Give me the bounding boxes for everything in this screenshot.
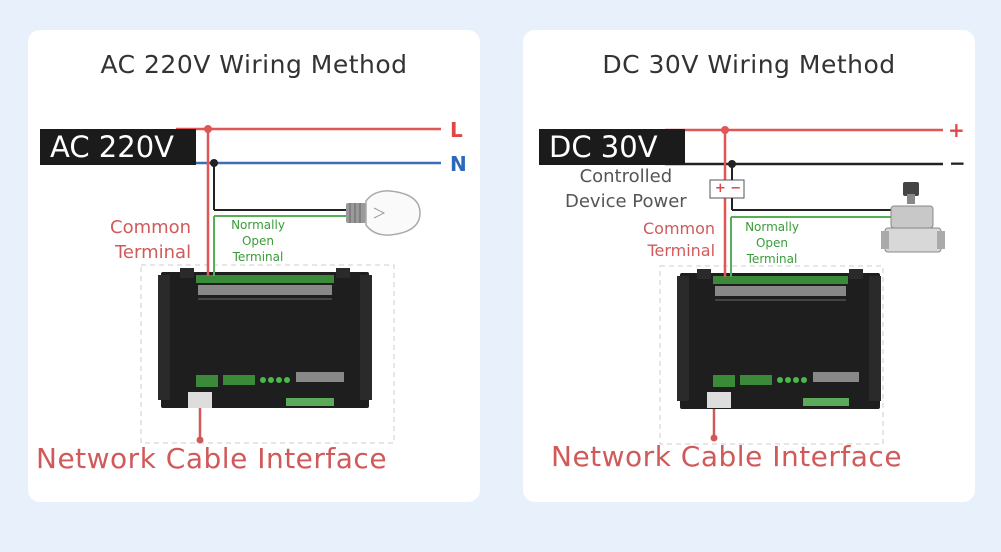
network-cable-label: Network Cable Interface <box>36 442 388 475</box>
neutral-rail-label: N <box>450 152 467 176</box>
network-wire-end <box>710 434 718 442</box>
relay-board <box>677 269 881 409</box>
network-wire-end <box>196 436 204 444</box>
board-outline <box>140 264 395 444</box>
live-junction <box>204 125 212 133</box>
normally-open-label: Normally Open Terminal <box>745 220 799 266</box>
network-cable-label: Network Cable Interface <box>551 440 903 473</box>
normally-open-label: Normally Open Terminal <box>231 218 285 264</box>
common-terminal-label: Common Terminal <box>110 217 192 263</box>
ac-wiring-diagram <box>140 125 441 444</box>
relay-board <box>158 268 372 408</box>
panel-title: AC 220V Wiring Method <box>100 50 408 79</box>
light-bulb-icon <box>346 190 421 236</box>
controlled-device-power-label: Controlled Device Power <box>565 166 687 212</box>
positive-junction <box>721 126 729 134</box>
dc-source-label: DC 30V <box>539 129 685 165</box>
polarity-text: + − <box>714 181 742 196</box>
ac-source-label: AC 220V <box>40 129 196 165</box>
neutral-junction <box>210 159 218 167</box>
live-rail-label: L <box>450 118 463 142</box>
negative-rail-label: − <box>949 151 966 175</box>
dc-wiring-diagram <box>659 126 945 445</box>
dc-wiring-panel: DC 30V Wiring Method <box>523 30 975 502</box>
board-outline <box>659 265 884 445</box>
panel-title: DC 30V Wiring Method <box>602 50 896 79</box>
polarity-box <box>709 179 745 199</box>
solenoid-valve-icon <box>881 182 945 253</box>
negative-junction <box>728 160 736 168</box>
positive-rail-label: + <box>948 118 965 142</box>
ac-wiring-panel: AC 220V Wiring Method <box>28 30 480 502</box>
common-terminal-label: Common Terminal <box>643 219 716 260</box>
